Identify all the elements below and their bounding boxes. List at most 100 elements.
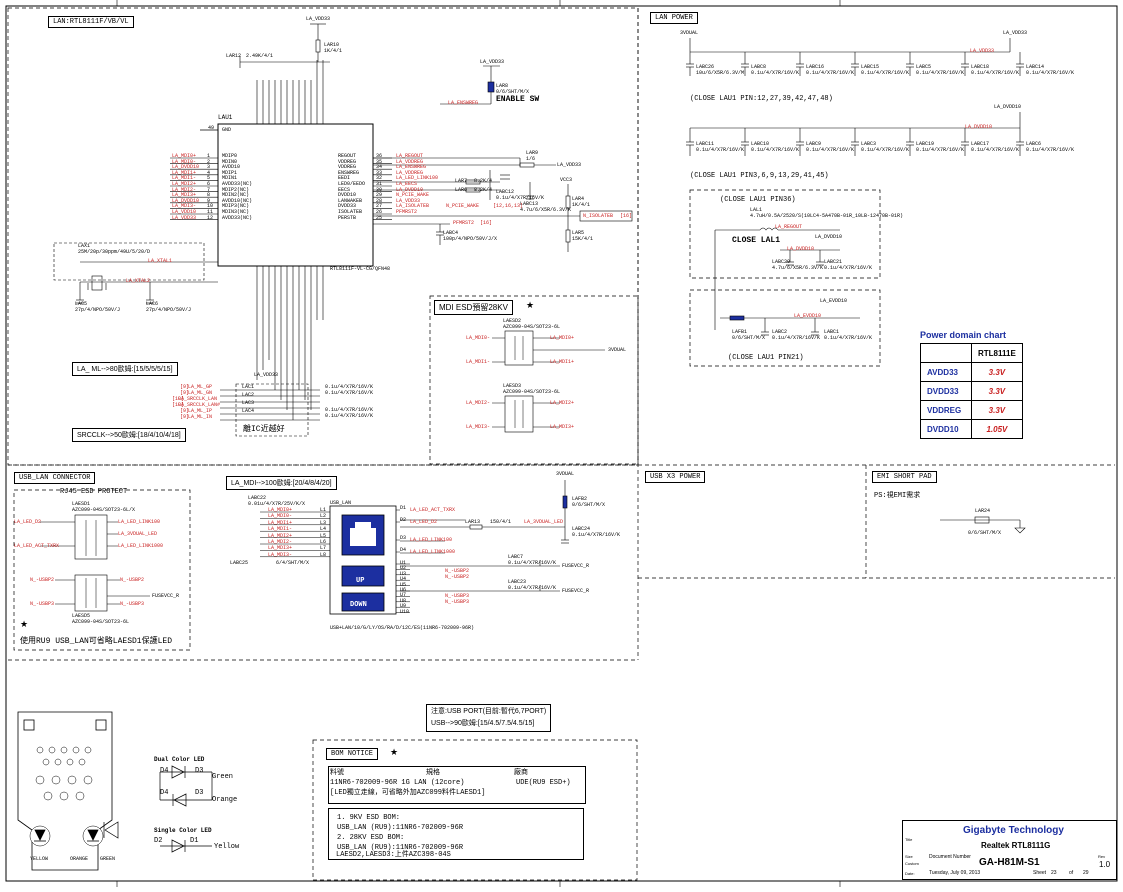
power-row-value: 3.3V (971, 362, 1023, 382)
power-row-value: 1.05V (971, 419, 1023, 439)
mdi-100-note: LA_MDI-->100歐姆:[20/4/8/4/20] (226, 476, 337, 490)
connector-pin-label: U6 (400, 587, 407, 593)
board-title: Realtek RTL8111G (981, 841, 1051, 850)
chip-left-pin-name: AVDD33(NC) (222, 181, 253, 187)
clock-cap-ref: LAC1 (242, 384, 255, 390)
power-row-value: 3.3V (971, 381, 1023, 401)
lac5-ref: LAC5 (75, 301, 88, 307)
chip-left-net: LA_MDI3- (172, 203, 197, 210)
clock-net-ref: [10] (172, 402, 185, 408)
bom-h1: 料號 (330, 769, 344, 777)
lar4-value: 1K/4/1 (572, 202, 591, 208)
connector-pin-label: U9 (400, 603, 407, 610)
conn-led-link100: LA_LED_LINK100 (410, 537, 453, 543)
chip-right-pin-number: 34 (376, 164, 383, 171)
labc25-value: 6/4/SHT/M/X (276, 560, 310, 566)
lafb1-value: 0/6/SHT/M/X (732, 335, 766, 341)
connector-pin-label: L5 (320, 532, 327, 539)
chip-left-pin-number: 10 (207, 203, 214, 210)
lar5-value: 15K/4/1 (572, 236, 594, 242)
conn-usbp2-b: N_-USBP2 (445, 574, 470, 580)
bom-note-4: USB_LAN (RU9):11NR6-702009-96R (337, 844, 464, 852)
clock-net-ref: [9] (180, 414, 190, 420)
power-cap-ref: LABC5 (916, 64, 932, 70)
power-cap-value: 0.1u/4/X7R/16V/K (916, 70, 965, 76)
chip-left-pin-number: 12 (207, 214, 214, 221)
labc20-value: 4.7u/6/X5R/6.3V/K (772, 265, 824, 271)
labc13-value: 4.7u/6/X5R/6.3V/K (520, 207, 572, 213)
labc4-ref: LABC4 (443, 230, 459, 236)
conn-up-label: UP (356, 577, 365, 585)
lal1-ref: LAL1 (750, 207, 763, 213)
chip-left-net: LA_VDD10 (172, 209, 197, 215)
laesd3-ref: LAESD3 (503, 383, 522, 389)
power-cap-value: 0.1u/4/X7R/16V/K (971, 147, 1020, 153)
labc2-ref: LABC2 (772, 329, 788, 335)
lar13-ref: LAR13 (465, 519, 481, 525)
sheet-label: Sheet (1033, 870, 1047, 876)
usb-port-note-2: USB-->90歐姆:[15/4.5/7.5/4.5/15] (431, 720, 535, 727)
usb-esd-led-link100: LA_LED_LINK100 (118, 519, 161, 525)
rev-label: Rev (1098, 854, 1106, 859)
usb-esd-fusevcc: FUSEVCC_R (152, 593, 180, 599)
rj45-orange: ORANGE (70, 856, 89, 862)
laesd1-ref: LAESD1 (72, 501, 91, 507)
connector-pin-label: U3 (400, 570, 407, 577)
labc12-value: 0.1u/4/X7R/16V/K (496, 195, 545, 201)
power-cap-ref: LABC6 (1026, 141, 1042, 147)
power-row-name: VDDREG (920, 400, 972, 420)
lar5-ref: LAR5 (572, 230, 585, 236)
legend-single: Single Color LED (154, 827, 212, 834)
clock-net: LA_ML_IN (188, 414, 213, 420)
chip-right-pin-name: LANWAKEB (338, 197, 363, 204)
mdi-esd-r3: LA_MDI3+ (550, 424, 575, 430)
lal1-dvdd10-net: LA_DVDD10 (787, 246, 815, 252)
chip-right-pin-name: DVDD10 (338, 192, 357, 199)
net-pfmrst2-ref: [16] (480, 220, 493, 226)
conn-led-link1000: LA_LED_LINK1000 (410, 549, 456, 555)
section-lan-power-label: LAN POWER (650, 12, 698, 24)
connector-pin-label: L8 (320, 551, 327, 558)
connector-mdi-net: LA_MDI0- (268, 513, 293, 520)
close-pin21: (CLOSE LAU1 PIN21) (728, 354, 804, 362)
title-block: Gigabyte Technology Title Realtek RTL811… (902, 820, 1117, 880)
conn-led-act: LA_LED_ACT_TXRX (410, 507, 456, 513)
chip-left-pin-name: AVDD33(NC) (222, 214, 253, 221)
lar10-value: 1K/4/1 (324, 48, 343, 54)
legend-orange: Orange (212, 796, 238, 804)
chip-right-pin-name: EEDI (338, 175, 351, 182)
chip-right-pin-number: 35 (376, 158, 383, 165)
connector-pin-label: U7 (400, 592, 407, 599)
legend-d3-b: D3 (195, 789, 204, 797)
of-value: 29 (1083, 870, 1089, 876)
chip-left-net: LA_MDI1- (172, 175, 197, 182)
net-la-vdd33-bottom: LA_VDD33 (254, 372, 279, 378)
power-cap-ref: LABC15 (861, 64, 880, 70)
bom-table-frame (328, 766, 586, 804)
clk-cap-value-4: 0.1u/4/X7R/16V/K (325, 413, 374, 419)
chip-left-pin-name: MDIN0 (222, 158, 238, 165)
connector-pin-label: D4 (400, 547, 407, 553)
labc20-ref: LABC20 (772, 259, 791, 265)
chip-right-pin-number: 36 (376, 153, 383, 159)
section-mdi-esd-label: MDI ESD預留28KV (434, 300, 513, 315)
power-cap-ref: LABC18 (971, 64, 990, 70)
power-cap-ref: LABC9 (806, 141, 822, 147)
power-row-value: 3.3V (971, 400, 1023, 420)
close-pin-mid: (CLOSE LAU1 PIN3,6,9,13,29,41,45) (690, 172, 829, 180)
size-value: Custom (905, 861, 919, 866)
power-cap-value: 10u/6/X5R/6.3V/M (696, 70, 745, 76)
chip-left-pin-number: 9 (207, 197, 211, 204)
lar9-value: 1/6 (526, 156, 536, 162)
usb-esd-usbp3-r: N_-USBP3 (120, 601, 145, 607)
lac6-value: 27p/4/NPO/50V/J (146, 307, 192, 313)
lafb1-ref: LAFB1 (732, 329, 748, 335)
chip-left-pin-number: 5 (207, 175, 211, 182)
chip-right-pin-name: ENSWREG (338, 169, 360, 176)
labc1-value: 0.1u/4/X7R/16V/K (824, 335, 873, 341)
net-n-isolateb-ref: [16] (620, 213, 633, 219)
conn-usbp3-b: N_-USBP3 (445, 599, 470, 605)
usb-esd-link1000: LA_LED_LINK1000 (118, 543, 164, 549)
